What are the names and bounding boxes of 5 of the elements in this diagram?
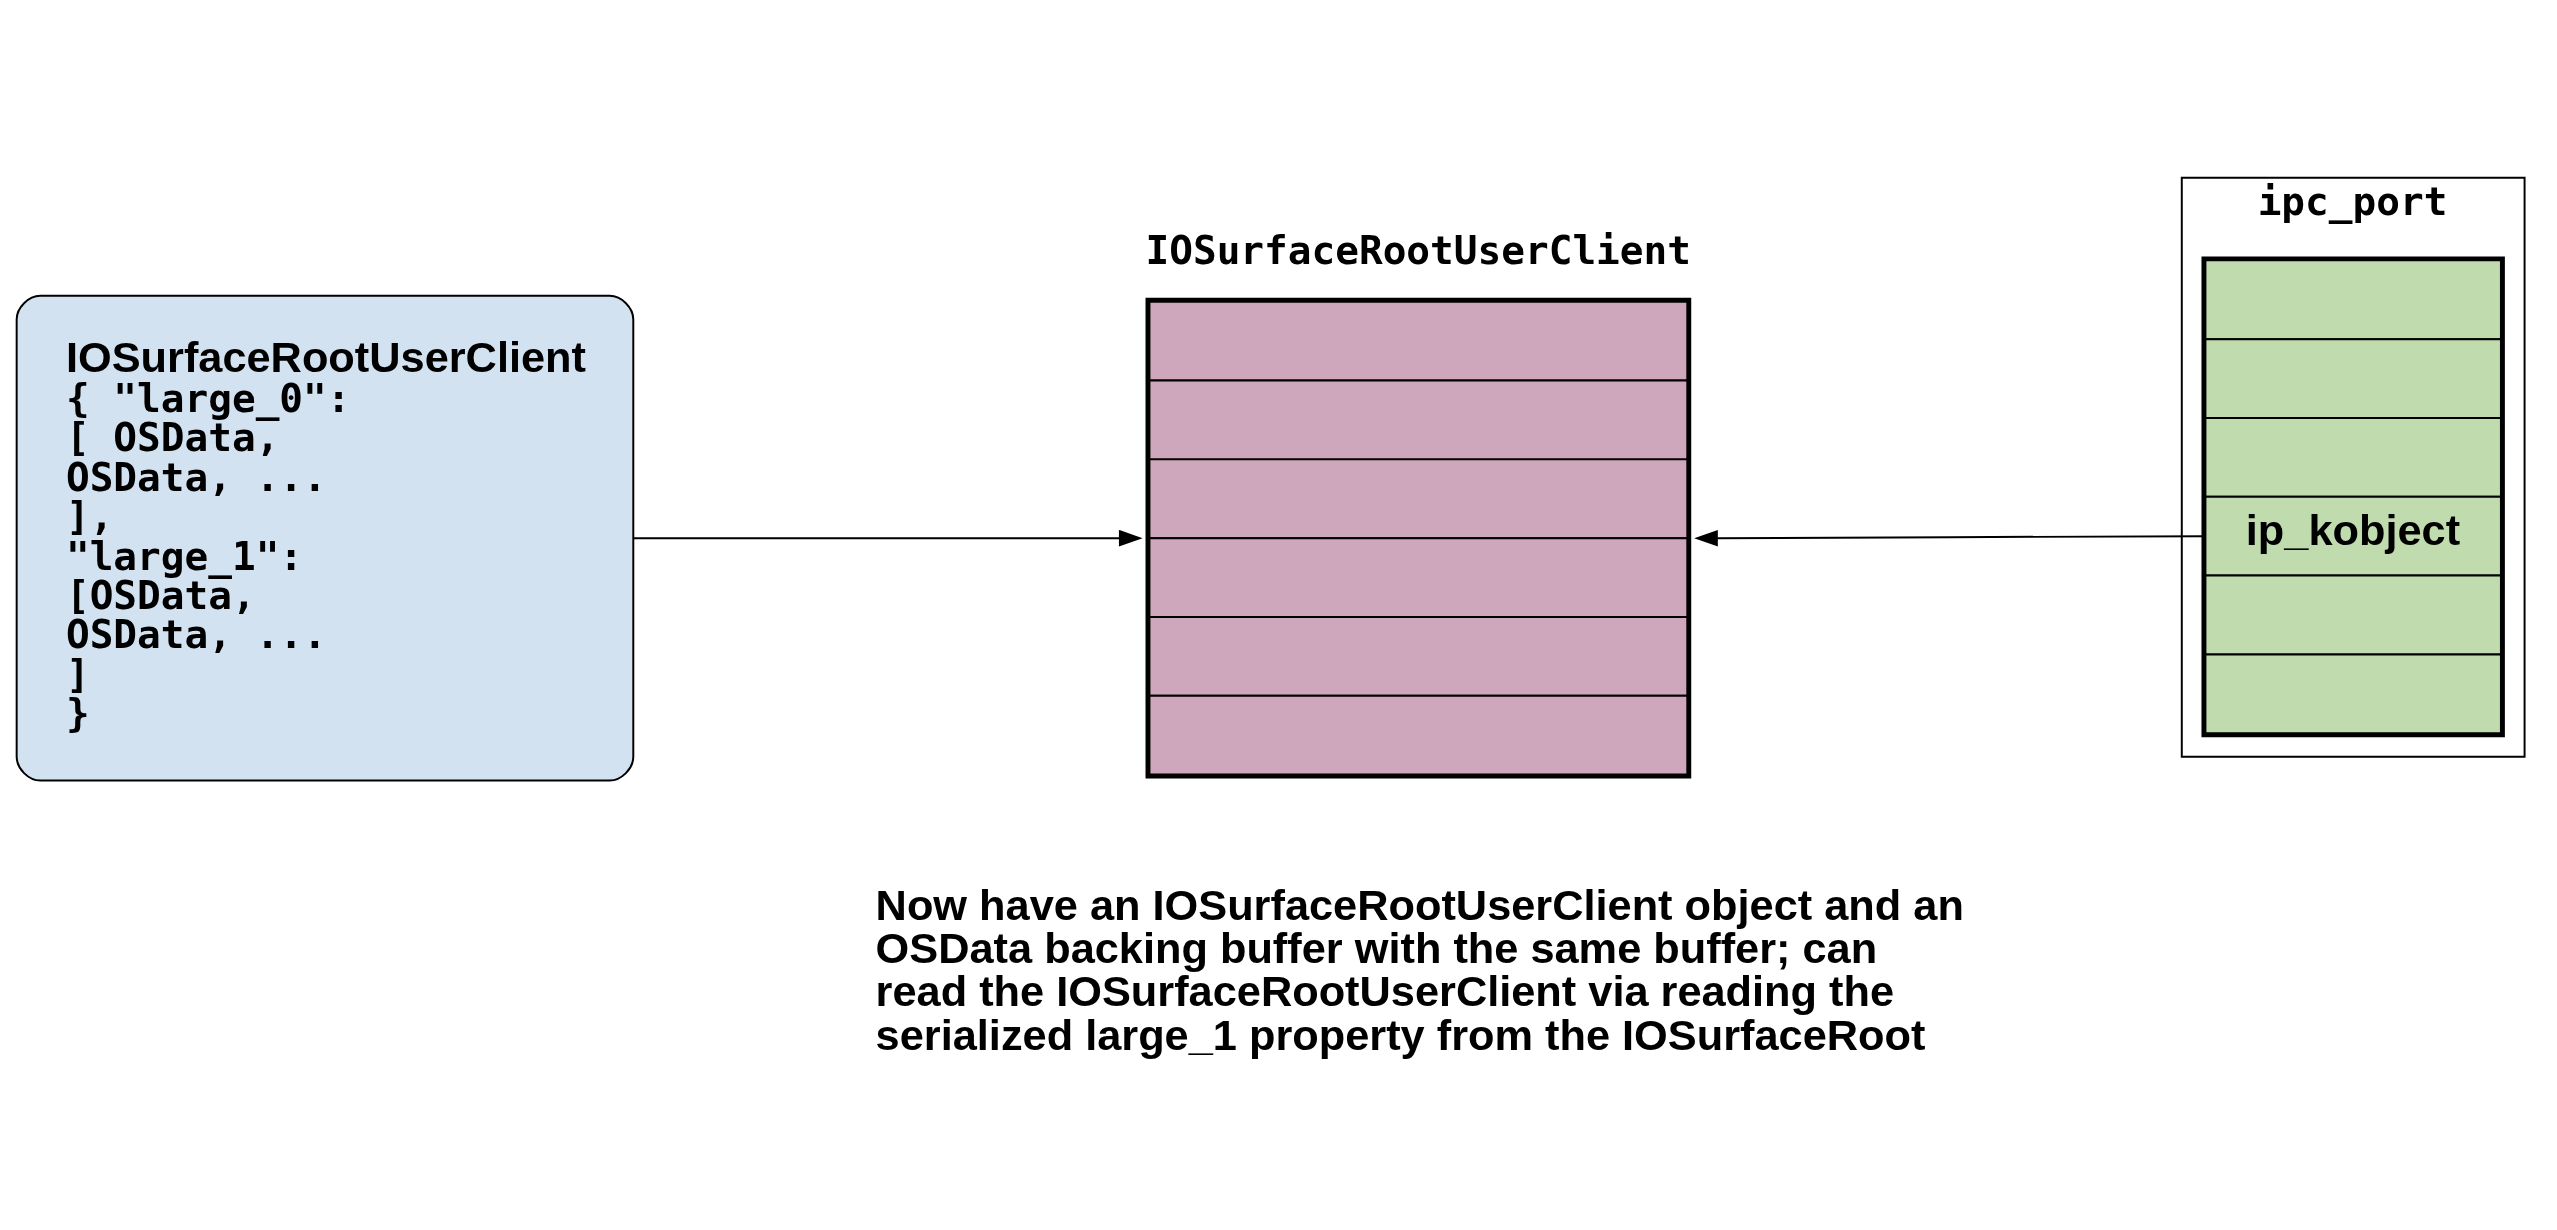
- node-box: IOSurfaceRootUserClient { "large_0": [ OSData, OSData, ... ], "large_1": [OSData, OSData, ... ] }: [15, 294, 635, 782]
- arrow: [632, 529, 1143, 547]
- label: Now have an IOSurfaceRootUserClient object and an OSData backing buffer with the same buffer; can read the IOSurfaceRootUserClient via reading the serialized large_1 property from the IOSurfaceRoot: [875, 880, 1964, 1059]
- arrow: [1694, 529, 2205, 547]
- node-label: IOSurfaceRootUserClient: [1145, 227, 1691, 274]
